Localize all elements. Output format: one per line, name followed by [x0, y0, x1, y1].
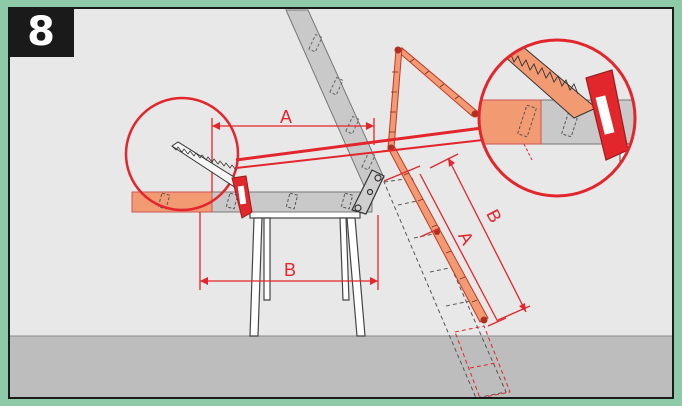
dimension-a-label: A [280, 107, 292, 127]
zoom-connector-lower [235, 139, 484, 169]
hand-saw-icon [171, 141, 253, 219]
detail-circle-large [477, 38, 637, 198]
dimension-b-bottom [199, 212, 379, 290]
floor [10, 336, 672, 397]
step-number-badge: 8 [8, 7, 74, 57]
folding-ruler [387, 46, 489, 324]
dimension-b-ladder [429, 153, 531, 321]
ladder-dimension-b-label: B [482, 206, 505, 226]
dimension-b-label: B [284, 260, 296, 280]
ladder-lower-section [383, 177, 507, 397]
dimension-a-top [211, 118, 375, 192]
hatch-door [285, 9, 385, 187]
hinge-mechanism [351, 169, 385, 215]
hatch-door-dashes [308, 33, 376, 171]
zoom-connector [235, 126, 483, 162]
dimension-a-ladder [383, 165, 507, 327]
ladder-cut-section [454, 325, 511, 397]
detail-circle-small [124, 96, 240, 212]
table [249, 209, 366, 337]
board-rung-slots [157, 192, 354, 210]
zoom-circle-icon [479, 40, 635, 196]
